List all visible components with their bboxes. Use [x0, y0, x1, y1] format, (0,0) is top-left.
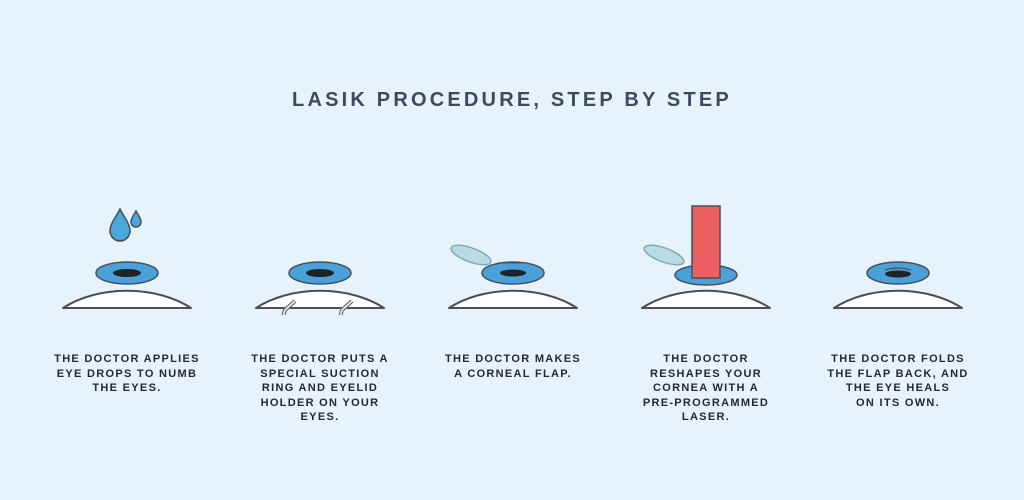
step-caption: THE DOCTOR PUTS A SPECIAL SUCTION RING A…	[251, 353, 389, 423]
corneal-flap-icon	[448, 244, 578, 309]
laser-reshape-icon	[641, 205, 771, 309]
eye-drops-icon	[62, 207, 192, 309]
page-title: LASIK PROCEDURE, STEP BY STEP	[292, 89, 732, 111]
step-caption: THE DOCTOR RESHAPES YOUR CORNEA WITH A P…	[642, 353, 770, 423]
healed-eye-icon	[833, 261, 963, 309]
step-caption: THE DOCTOR FOLDS THE FLAP BACK, AND THE …	[827, 353, 969, 409]
suction-ring-icon	[255, 261, 385, 315]
step-caption: THE DOCTOR APPLIES EYE DROPS TO NUMB THE…	[54, 353, 200, 394]
step-caption: THE DOCTOR MAKES A CORNEAL FLAP.	[444, 353, 582, 380]
